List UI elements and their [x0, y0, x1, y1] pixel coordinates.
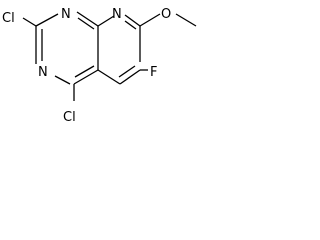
atom-label-o-methoxy: O [161, 7, 171, 22]
bond-c5-c4a [97, 69, 121, 85]
atom-label-n-bridge: N [112, 7, 122, 22]
bond-c4a-c4 [73, 69, 99, 85]
bond-c4a-c4-inner [74, 65, 95, 78]
atom-label-cl-bottom: Cl [63, 110, 76, 125]
bond-n8-c7-inner [124, 20, 137, 30]
bond-c6-c5 [119, 69, 141, 85]
bond-c6-c5-inner [118, 65, 136, 78]
bond-c2-n1 [35, 13, 59, 27]
bond-o-methyl [175, 13, 197, 27]
atom-label-f: F [150, 65, 157, 80]
molecule-diagram: Cl N N O N F Cl [2, 7, 197, 125]
bond-c7-o [139, 13, 161, 27]
bond-c4-n3 [54, 75, 71, 85]
atom-label-n-top: N [61, 7, 71, 22]
structure-canvas: Cl N N O N F Cl [0, 0, 260, 138]
atom-label-n-left: N [38, 65, 48, 80]
bond-c8a-n8 [97, 15, 115, 27]
bond-n8-c7 [124, 14, 141, 27]
bond-c2-cl [22, 17, 37, 27]
atom-label-cl-top: Cl [2, 11, 15, 26]
bond-n1-c8a-inner [77, 17, 95, 30]
bond-n1-c8a [76, 11, 99, 27]
